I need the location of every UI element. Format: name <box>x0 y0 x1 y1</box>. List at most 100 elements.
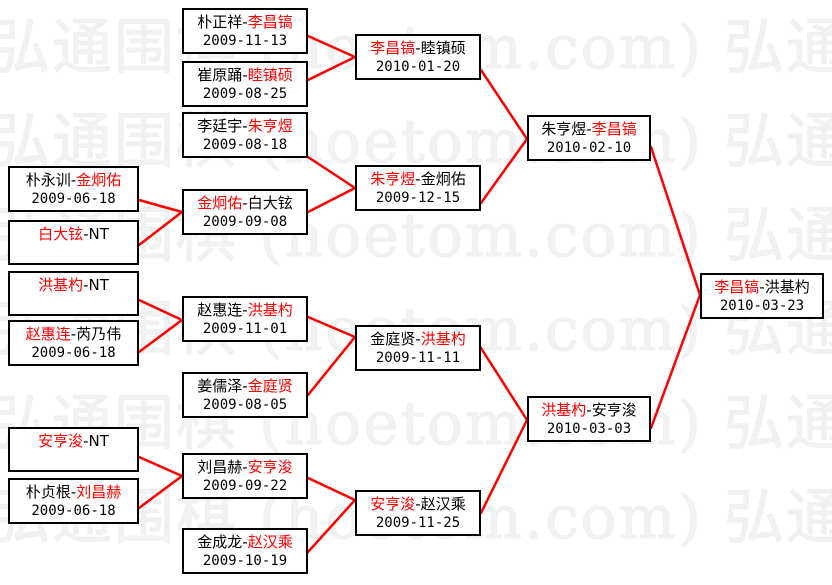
match-players: 赵惠连-芮乃伟 <box>25 325 122 343</box>
match-box-r1m2[interactable]: 白大铉-NT <box>8 220 139 265</box>
match-box-r2m8[interactable]: 金成龙-赵汉乘 2009-10-19 <box>182 528 308 574</box>
player-left: 赵惠连 <box>197 301 243 319</box>
match-date: 2009-11-25 <box>375 515 461 531</box>
match-players: 安亨浚-赵汉乘 <box>370 495 466 513</box>
player-left: 朴正祥 <box>197 13 243 31</box>
match-date: 2010-03-03 <box>546 421 632 437</box>
player-left: 朱亨煜 <box>370 170 416 188</box>
match-players: 洪基杓-NT <box>38 276 109 294</box>
player-right: 赵汉乘 <box>247 533 293 551</box>
player-right: 睦镇硕 <box>420 39 466 57</box>
player-left: 白大铉 <box>38 225 84 243</box>
player-left: 姜儒泽 <box>197 377 243 395</box>
match-players: 姜儒泽-金庭贤 <box>197 377 293 395</box>
player-right: 金庭贤 <box>247 377 293 395</box>
match-box-r2m7[interactable]: 刘昌赫-安亨浚 2009-09-22 <box>182 453 308 499</box>
match-date: 2009-08-18 <box>202 137 288 153</box>
player-right: 赵汉乘 <box>420 495 466 513</box>
player-right: 洪基杓 <box>420 330 466 348</box>
match-players: 朱亨煜-金炯佑 <box>370 170 466 188</box>
player-left: 金成龙 <box>197 533 243 551</box>
match-players: 洪基杓-安亨浚 <box>541 401 637 419</box>
player-right: 洪基杓 <box>764 278 810 296</box>
player-left: 李昌镐 <box>714 278 760 296</box>
match-date: 2009-08-25 <box>202 86 288 102</box>
player-right: 安亨浚 <box>247 458 293 476</box>
player-left: 安亨浚 <box>38 432 84 450</box>
player-left: 刘昌赫 <box>197 458 243 476</box>
match-box-r2m1[interactable]: 朴正祥-李昌镐 2009-11-13 <box>182 8 308 54</box>
match-date: 2009-11-01 <box>202 321 288 337</box>
player-right: 白大铉 <box>247 194 293 212</box>
match-date: 2009-11-11 <box>375 350 461 366</box>
player-left: 安亨浚 <box>370 495 416 513</box>
match-players: 白大铉-NT <box>38 225 109 243</box>
match-date: 2009-11-13 <box>202 33 288 49</box>
match-players: 李廷宇-朱亨煜 <box>197 117 293 135</box>
match-players: 赵惠连-洪基杓 <box>197 301 293 319</box>
player-right: 金炯佑 <box>420 170 466 188</box>
match-box-r3m3[interactable]: 金庭贤-洪基杓 2009-11-11 <box>355 325 481 371</box>
player-right: NT <box>88 225 109 243</box>
match-box-r1m6[interactable]: 朴贞根-刘昌赫 2009-06-18 <box>8 478 139 524</box>
match-date: 2009-06-18 <box>31 191 116 207</box>
match-box-r2m2[interactable]: 崔原踊-睦镇硕 2009-08-25 <box>182 61 308 107</box>
match-players: 金成龙-赵汉乘 <box>197 533 293 551</box>
match-box-r2m3[interactable]: 李廷宇-朱亨煜 2009-08-18 <box>182 112 308 158</box>
match-date: 2009-09-08 <box>202 214 288 230</box>
match-box-r2m6[interactable]: 姜儒泽-金庭贤 2009-08-05 <box>182 372 308 418</box>
match-players: 李昌镐-洪基杓 <box>714 278 810 296</box>
player-left: 洪基杓 <box>38 276 84 294</box>
match-box-r2m4[interactable]: 金炯佑-白大铉 2009-09-08 <box>182 189 308 235</box>
match-box-r2m5[interactable]: 赵惠连-洪基杓 2009-11-01 <box>182 296 308 342</box>
match-box-r1m3[interactable]: 洪基杓-NT <box>8 271 139 316</box>
player-right: NT <box>88 276 109 294</box>
match-box-semifinal-2[interactable]: 洪基杓-安亨浚 2010-03-03 <box>527 396 651 442</box>
player-left: 崔原踊 <box>197 66 243 84</box>
match-players: 朴永训-金炯佑 <box>25 171 122 189</box>
match-players: 金庭贤-洪基杓 <box>370 330 466 348</box>
match-players: 金炯佑-白大铉 <box>197 194 293 212</box>
match-date: 2009-08-05 <box>202 397 288 413</box>
match-players: 朴正祥-李昌镐 <box>197 13 293 31</box>
player-right: 朱亨煜 <box>247 117 293 135</box>
match-box-r1m5[interactable]: 安亨浚-NT <box>8 427 139 472</box>
match-date: 2009-12-15 <box>375 190 461 206</box>
player-right: 金炯佑 <box>76 171 122 189</box>
match-box-r3m2[interactable]: 朱亨煜-金炯佑 2009-12-15 <box>355 165 481 211</box>
match-box-r3m1[interactable]: 李昌镐-睦镇硕 2010-01-20 <box>355 34 481 80</box>
player-left: 朱亨煜 <box>541 120 587 138</box>
match-players: 朱亨煜-李昌镐 <box>541 120 637 138</box>
match-date: 2009-10-19 <box>202 553 288 569</box>
player-left: 洪基杓 <box>541 401 587 419</box>
match-box-semifinal-1[interactable]: 朱亨煜-李昌镐 2010-02-10 <box>527 115 651 161</box>
player-left: 李廷宇 <box>197 117 243 135</box>
player-left: 朴贞根 <box>25 483 71 501</box>
match-players: 崔原踊-睦镇硕 <box>197 66 293 84</box>
match-box-final[interactable]: 李昌镐-洪基杓 2010-03-23 <box>700 273 824 319</box>
player-right: 李昌镐 <box>591 120 637 138</box>
player-right: 安亨浚 <box>591 401 637 419</box>
match-date: 2010-01-20 <box>375 59 461 75</box>
player-left: 朴永训 <box>25 171 71 189</box>
match-players: 安亨浚-NT <box>38 432 109 450</box>
player-right: 刘昌赫 <box>76 483 122 501</box>
match-players: 朴贞根-刘昌赫 <box>25 483 122 501</box>
player-right: 芮乃伟 <box>76 325 122 343</box>
player-left: 金庭贤 <box>370 330 416 348</box>
player-left: 李昌镐 <box>370 39 416 57</box>
match-box-r1m1[interactable]: 朴永训-金炯佑 2009-06-18 <box>8 166 139 212</box>
player-right: 洪基杓 <box>247 301 293 319</box>
match-date: 2009-06-18 <box>31 503 116 519</box>
player-right: 睦镇硕 <box>247 66 293 84</box>
match-players: 李昌镐-睦镇硕 <box>370 39 466 57</box>
player-left: 赵惠连 <box>25 325 71 343</box>
match-date: 2010-03-23 <box>719 298 805 314</box>
match-date: 2009-09-22 <box>202 478 288 494</box>
match-date: 2009-06-18 <box>31 345 116 361</box>
match-box-r1m4[interactable]: 赵惠连-芮乃伟 2009-06-18 <box>8 320 139 366</box>
player-right: NT <box>88 432 109 450</box>
match-box-r3m4[interactable]: 安亨浚-赵汉乘 2009-11-25 <box>355 490 481 536</box>
